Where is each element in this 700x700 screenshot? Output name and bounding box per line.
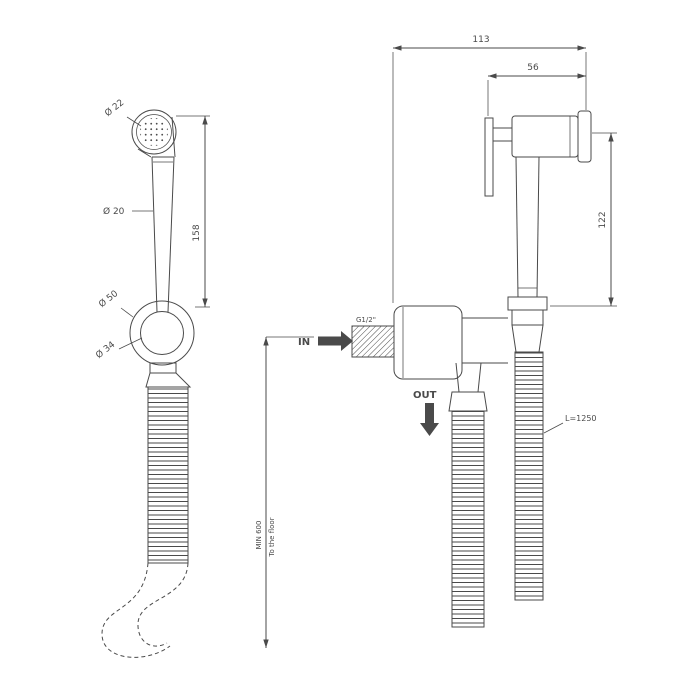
- hose-cone: [145, 372, 192, 388]
- hose-length-label: L=1250: [565, 414, 597, 423]
- spray-face-outline: [131, 109, 177, 155]
- dia-20-label: Ø 20: [103, 206, 125, 217]
- wall-bracket: [129, 300, 195, 366]
- inlet-annotation: IN: [298, 331, 353, 351]
- thread-size-label: G1/2": [356, 316, 376, 324]
- side-view: 158 Ø 22 Ø 20 Ø 50 Ø 34: [94, 97, 210, 658]
- front-view: 113 56: [298, 35, 617, 628]
- outlet-annotation: OUT: [413, 390, 439, 436]
- outlet-cone: [448, 391, 488, 412]
- spray-face-nozzles: [140, 118, 168, 146]
- dia-34-label: Ø 34: [94, 339, 118, 361]
- handle-front: [515, 156, 540, 298]
- inlet-thread: [351, 325, 395, 358]
- out-label: OUT: [413, 390, 437, 401]
- handle-flexible-hose: [514, 351, 544, 601]
- in-arrow-icon: [318, 331, 353, 351]
- floor-note-label: To the floor: [268, 517, 276, 557]
- dim-56-label: 56: [527, 63, 539, 73]
- outlet-flexible-hose: [451, 410, 485, 628]
- spray-head-front: [484, 110, 592, 197]
- flexible-hose: [147, 386, 189, 564]
- hose-side: [101, 362, 192, 658]
- bracket-inner-circle: [140, 311, 184, 355]
- handle-hose-cone: [511, 324, 544, 353]
- bracket-outer-circle: [129, 300, 195, 366]
- handle-side: [151, 156, 175, 313]
- dia-50-label: Ø 50: [97, 288, 121, 310]
- spray-head-side: [131, 109, 177, 158]
- dim-122-label: 122: [598, 211, 608, 228]
- hose-length-callout: L=1250: [543, 414, 597, 434]
- dimension-head-width: 56: [487, 63, 586, 116]
- head-body: [511, 115, 579, 158]
- handle-nut-upper: [507, 296, 548, 311]
- outlet-hose: [448, 362, 488, 628]
- dim-158-label: 158: [192, 224, 202, 241]
- hose-coil-phantom-inner: [137, 562, 189, 647]
- head-neck-left: [137, 148, 152, 158]
- valve-assembly: G1/2": [351, 305, 508, 380]
- wall-plate: [393, 305, 463, 380]
- head-neck-right: [171, 116, 176, 158]
- dim-113-label: 113: [472, 35, 489, 45]
- out-arrow-icon: [420, 403, 439, 436]
- dimension-total-width: 113: [392, 35, 587, 303]
- min-600-label: MIN 600: [255, 521, 263, 550]
- spray-face-edge: [484, 117, 494, 197]
- head-end-cap: [577, 110, 592, 163]
- hose-coil-phantom-outer: [101, 562, 171, 658]
- handle-nut-lower: [511, 309, 544, 326]
- dimension-min-height: MIN 600 To the floor: [255, 336, 314, 648]
- dimension-handle-length: 158: [176, 115, 210, 308]
- handle-hose: [507, 296, 548, 601]
- dia-22-label: Ø 22: [103, 97, 127, 119]
- dimension-head-to-valve: 122: [550, 132, 617, 307]
- spray-face-ring: [136, 114, 172, 150]
- in-label: IN: [298, 337, 310, 348]
